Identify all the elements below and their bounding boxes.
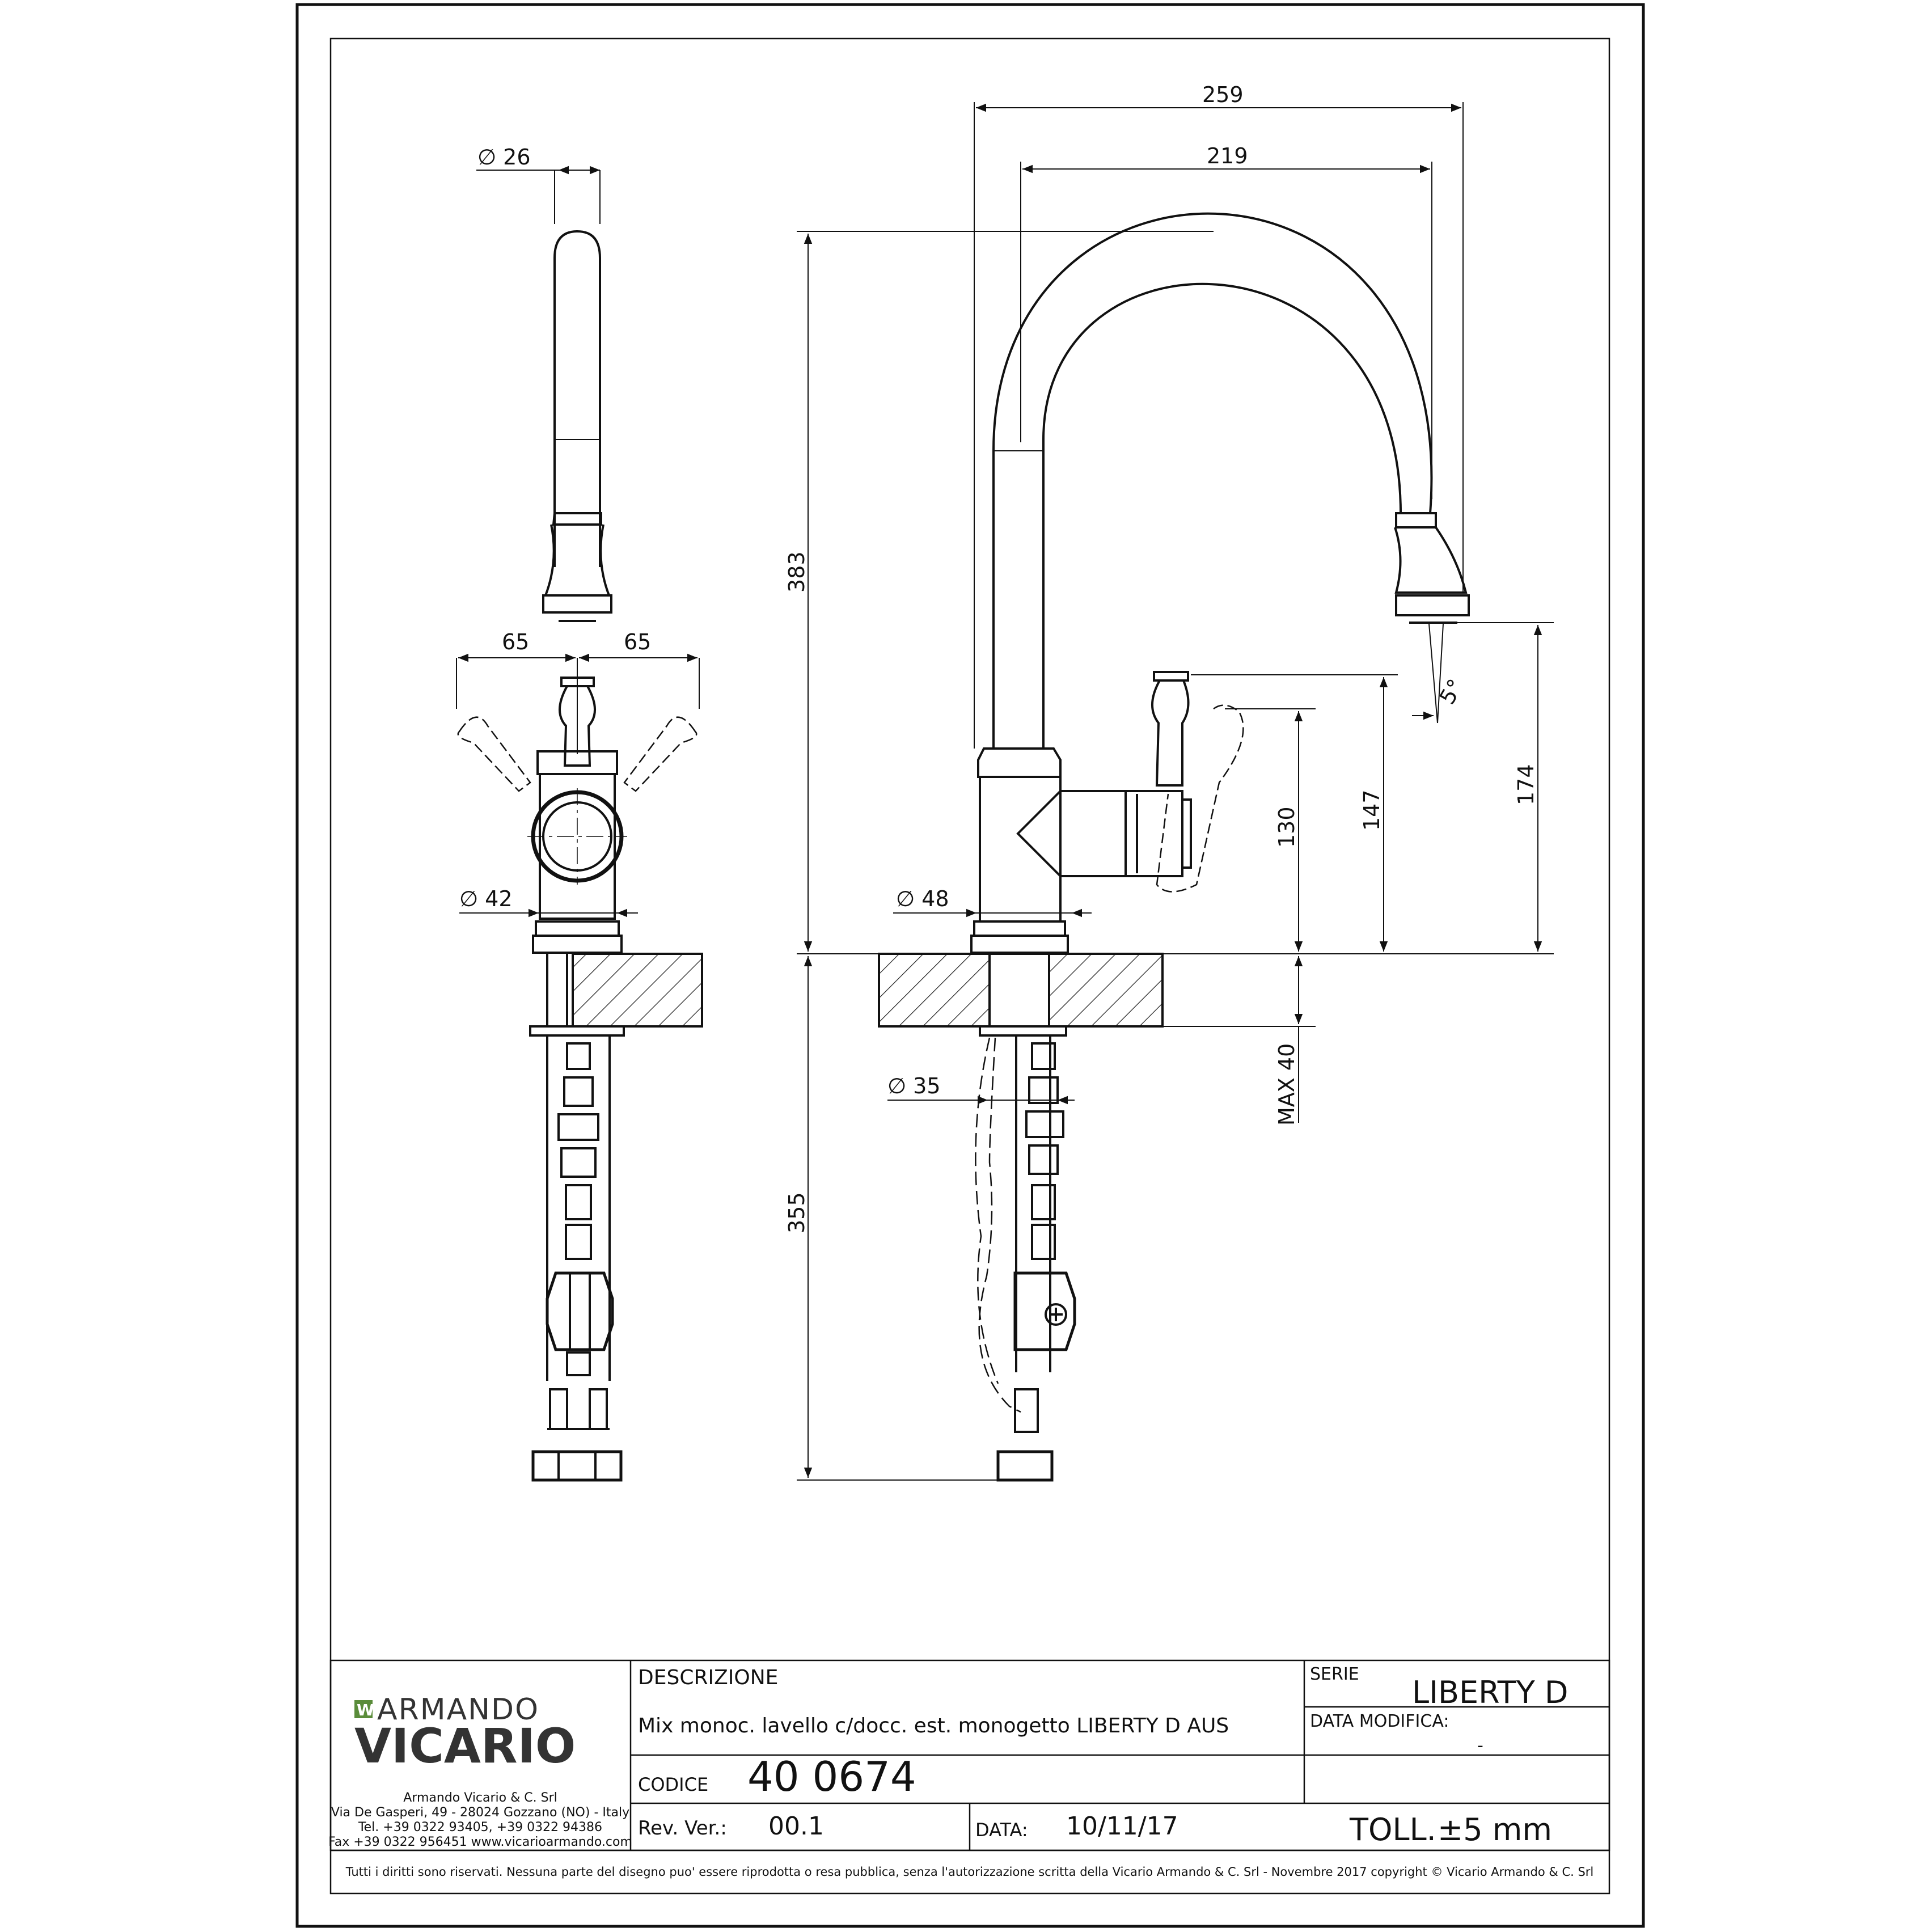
front-view <box>457 230 703 1482</box>
outer-frame <box>295 3 1645 1928</box>
svg-text:W: W <box>357 1701 374 1719</box>
serie-value: LIBERTY D <box>1412 1675 1568 1710</box>
dim-65-right: 65 <box>624 629 651 654</box>
side-view <box>878 212 1470 1482</box>
toll-value: ±5 mm <box>1438 1812 1552 1848</box>
toll-label: TOLL. <box>1349 1812 1436 1848</box>
vicario-logo: W ARMANDO VICARIO <box>354 1693 576 1774</box>
dim-diameter-35: ∅ 35 <box>887 1073 941 1098</box>
copyright-notice: Tutti i diritti sono riservati. Nessuna … <box>345 1865 1594 1879</box>
serie-label: SERIE <box>1310 1664 1359 1684</box>
rev-value: 00.1 <box>768 1812 824 1841</box>
company-line-4: Fax +39 0322 956451 www.vicarioarmando.c… <box>328 1835 632 1849</box>
side-view-dimensions <box>797 102 1554 1481</box>
descrizione-value: Mix monoc. lavello c/docc. est. monogett… <box>638 1714 1229 1737</box>
dim-max-40: MAX 40 <box>1274 1043 1299 1126</box>
dim-diameter-26: ∅ 26 <box>477 145 531 170</box>
rev-label: Rev. Ver.: <box>638 1817 727 1840</box>
data-label: DATA: <box>975 1819 1028 1841</box>
dim-174: 174 <box>1514 764 1538 805</box>
dim-130: 130 <box>1274 806 1299 848</box>
dim-383: 383 <box>784 551 809 593</box>
descrizione-label: DESCRIZIONE <box>638 1666 778 1689</box>
logo-vicario: VICARIO <box>354 1718 576 1774</box>
dim-65-left: 65 <box>502 629 529 654</box>
logo-armando: ARMANDO <box>377 1693 539 1727</box>
dim-diameter-48: ∅ 48 <box>896 886 949 911</box>
inner-frame <box>329 37 1610 1895</box>
company-line-1: Armando Vicario & C. Srl <box>403 1791 557 1805</box>
company-line-2: Via De Gasperi, 49 - 28024 Gozzano (NO) … <box>331 1806 629 1820</box>
codice-value: 40 0674 <box>747 1753 916 1800</box>
dim-147: 147 <box>1359 789 1384 831</box>
company-line-3: Tel. +39 0322 93405, +39 0322 94386 <box>358 1820 602 1834</box>
dim-diameter-42: ∅ 42 <box>459 886 513 911</box>
logo-mark-icon <box>354 1700 373 1718</box>
dim-219: 219 <box>1207 143 1248 168</box>
data-modifica-label: DATA MODIFICA: <box>1310 1711 1449 1731</box>
dim-259: 259 <box>1202 82 1244 107</box>
data-modifica-value: - <box>1477 1736 1483 1756</box>
title-block <box>329 1659 1610 1851</box>
front-view-dimensions <box>456 166 700 918</box>
dim-355: 355 <box>784 1192 809 1233</box>
codice-label: CODICE <box>638 1774 708 1795</box>
data-value: 10/11/17 <box>1066 1812 1178 1841</box>
